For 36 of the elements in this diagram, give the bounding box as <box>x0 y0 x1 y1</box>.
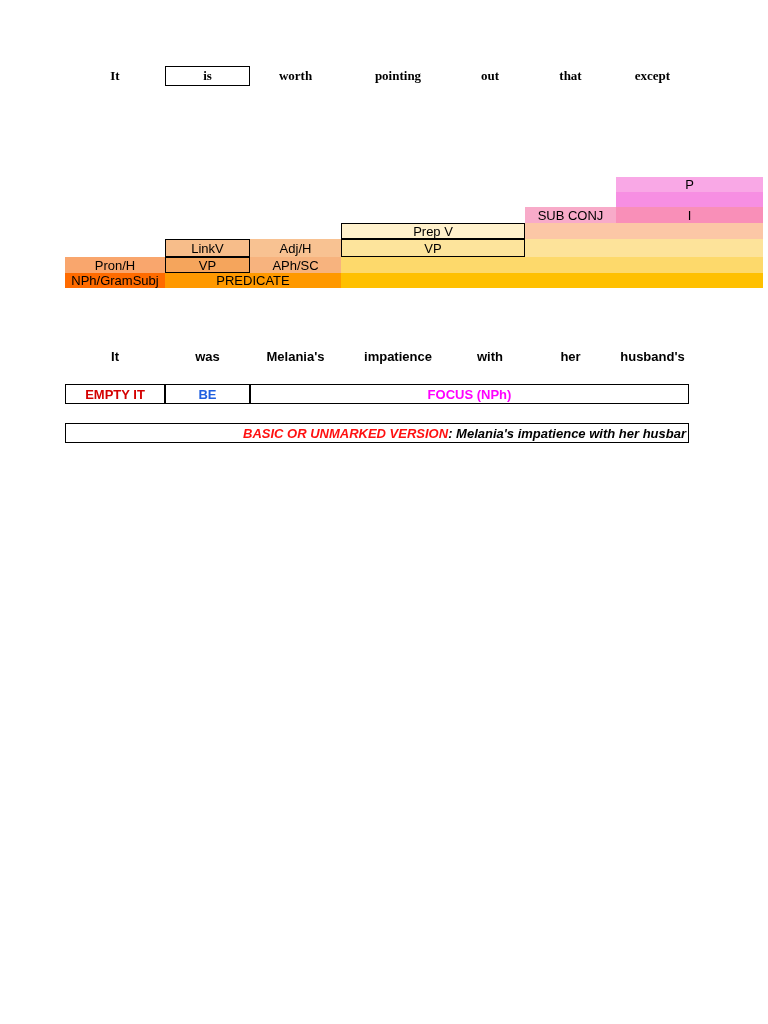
sentence-word: impatience <box>363 347 433 366</box>
text-fragment: I <box>616 207 763 223</box>
sentence-word: was <box>194 347 221 366</box>
sentence-word: worth <box>277 67 314 85</box>
version-heading: BASIC OR UNMARKED VERSION <box>243 425 449 441</box>
role-label: BE <box>165 384 250 404</box>
sentence-word: Melania's <box>265 347 326 366</box>
grammar-label: SUB CONJ <box>525 207 616 223</box>
sentence-word: out <box>479 67 501 85</box>
color-bar <box>525 239 763 257</box>
sentence-word: pointing <box>373 67 423 85</box>
role-label: FOCUS (NPh) <box>250 384 689 404</box>
color-bar <box>525 223 763 239</box>
sentence-word: It <box>109 67 121 85</box>
sentence-word: that <box>558 67 583 85</box>
grammar-label: LinkV <box>165 239 250 257</box>
grammar-label: Adj/H <box>250 239 341 257</box>
grammar-label: VP <box>165 257 250 273</box>
role-label: EMPTY IT <box>65 384 165 404</box>
text-fragment: P <box>616 177 763 192</box>
sentence-word: with <box>476 347 504 366</box>
grammar-label: Prep V <box>341 223 525 239</box>
sentence-word: her <box>559 347 582 366</box>
color-bar <box>616 192 763 207</box>
sentence-word: is <box>165 66 250 86</box>
grammar-label: APh/SC <box>250 257 341 273</box>
color-bar <box>341 257 763 273</box>
sentence-word: husband's <box>619 347 686 366</box>
version-sentence: : Melania's impatience with her husbar <box>448 425 686 441</box>
grammar-label: NPh/GramSubj <box>65 273 165 288</box>
grammar-label: PREDICATE <box>165 273 341 288</box>
grammar-label: Pron/H <box>65 257 165 273</box>
grammar-label: VP <box>341 239 525 257</box>
color-bar <box>341 273 763 288</box>
sentence-word: It <box>110 347 120 366</box>
sentence-word: except <box>633 67 672 85</box>
